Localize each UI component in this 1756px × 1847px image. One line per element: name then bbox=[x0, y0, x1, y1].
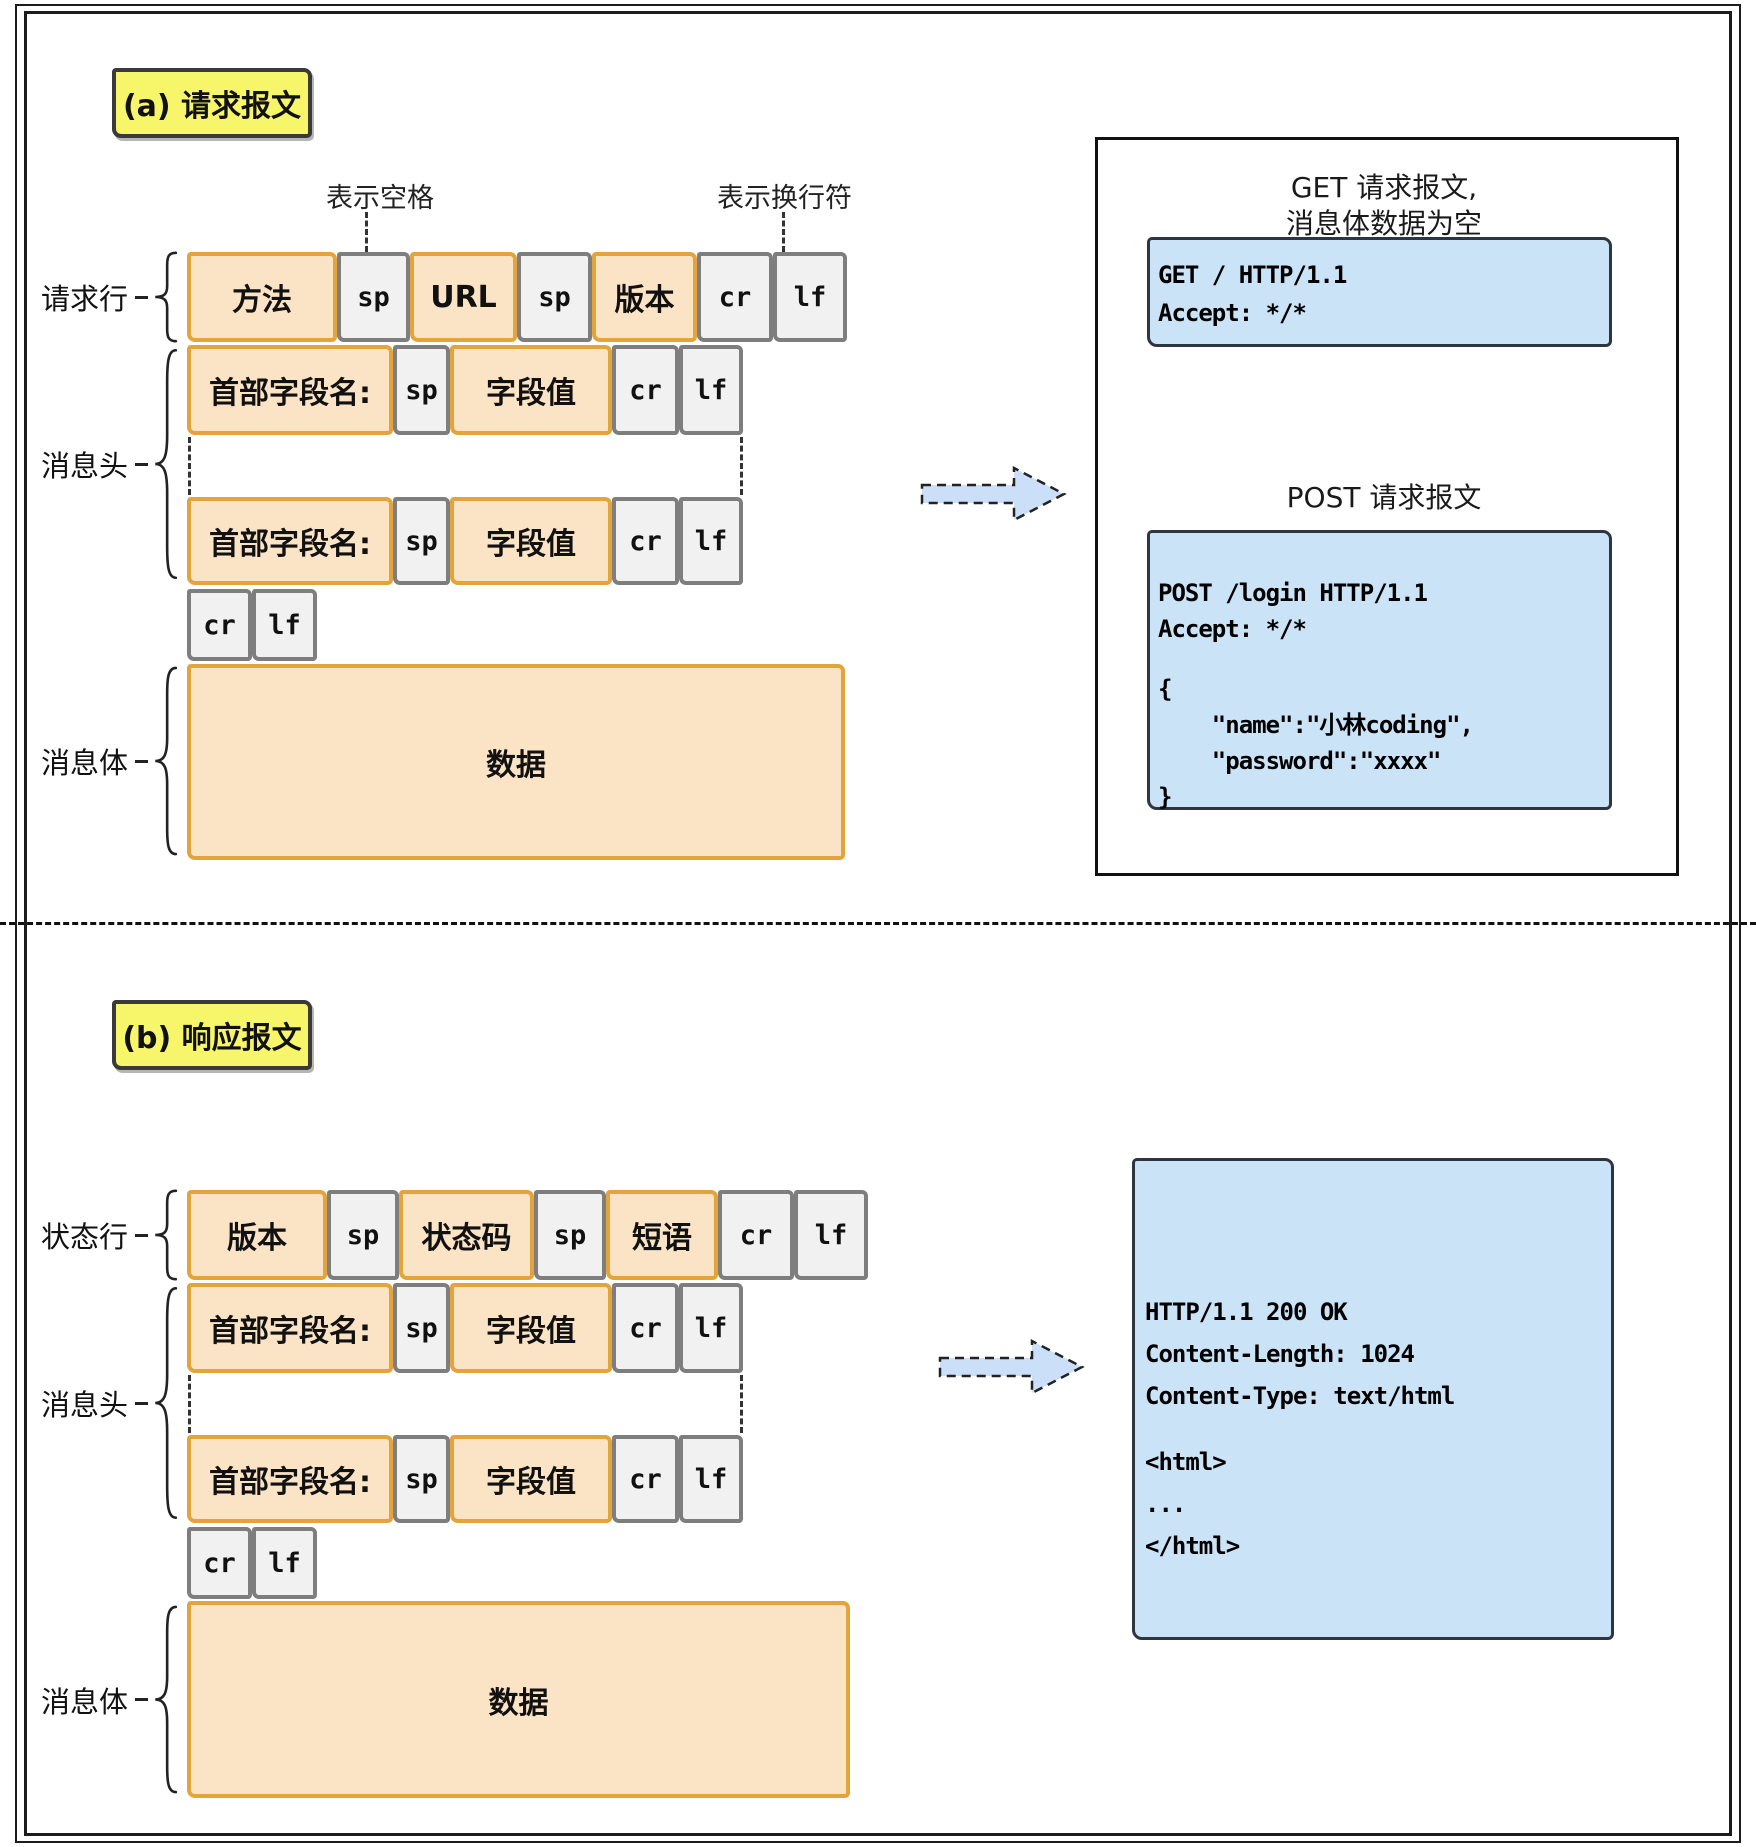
code-line: <html> bbox=[1145, 1448, 1227, 1476]
cell-cr: cr bbox=[612, 345, 679, 435]
cell-sp: sp bbox=[327, 1190, 399, 1280]
cell-header-name: 首部字段名: bbox=[187, 497, 393, 585]
cell-lf: lf bbox=[679, 1435, 743, 1523]
annotation-space-line bbox=[365, 212, 368, 252]
code-line: { bbox=[1158, 675, 1172, 703]
label-headers: 消息头 bbox=[30, 1281, 148, 1525]
cell-header-value: 字段值 bbox=[450, 497, 612, 585]
cell-sp: sp bbox=[393, 1435, 450, 1523]
cell-lf: lf bbox=[679, 497, 743, 585]
code-line: POST /login HTTP/1.1 bbox=[1158, 579, 1428, 607]
cell-sp: sp bbox=[337, 252, 410, 342]
cell-header-name: 首部字段名: bbox=[187, 1283, 393, 1373]
code-line: } bbox=[1158, 783, 1172, 811]
label-body: 消息体 bbox=[30, 1601, 148, 1798]
cell-sp: sp bbox=[393, 497, 450, 585]
cell-lf: lf bbox=[679, 345, 743, 435]
cell-cr: cr bbox=[187, 589, 252, 661]
code-line bbox=[1158, 647, 1609, 671]
code-line: Accept: */* bbox=[1158, 615, 1307, 643]
cell-status-code: 状态码 bbox=[399, 1190, 534, 1280]
cell-url: URL bbox=[410, 252, 517, 342]
code-line: Accept: */* bbox=[1158, 299, 1307, 327]
cell-sp: sp bbox=[534, 1190, 606, 1280]
curly-brace-icon bbox=[152, 1188, 178, 1282]
label-headers: 消息头 bbox=[30, 343, 148, 585]
code-line: Content-Type: text/html bbox=[1145, 1382, 1455, 1410]
code-line: Content-Length: 1024 bbox=[1145, 1340, 1415, 1368]
code-line: HTTP/1.1 200 OK bbox=[1145, 1298, 1348, 1326]
curly-brace-icon bbox=[152, 343, 178, 585]
section-a-tag: (a) 请求报文 bbox=[112, 68, 312, 138]
ellipsis-line bbox=[740, 437, 743, 495]
cell-lf: lf bbox=[773, 252, 847, 342]
arrow-right-icon bbox=[920, 465, 1067, 523]
label-body: 消息体 bbox=[30, 662, 148, 860]
code-line: </html> bbox=[1145, 1532, 1240, 1560]
cell-cr: cr bbox=[612, 1435, 679, 1523]
cell-body-data: 数据 bbox=[187, 1601, 850, 1798]
arrow-right-icon bbox=[938, 1338, 1085, 1396]
cell-phrase: 短语 bbox=[606, 1190, 718, 1280]
section-b-tag: (b) 响应报文 bbox=[112, 1000, 312, 1070]
code-line: "name":"小林coding", bbox=[1158, 711, 1474, 739]
cell-cr: cr bbox=[697, 252, 773, 342]
curly-brace-icon bbox=[152, 1281, 178, 1525]
cell-lf: lf bbox=[794, 1190, 868, 1280]
cell-cr: cr bbox=[612, 1283, 679, 1373]
cell-method: 方法 bbox=[187, 252, 337, 342]
cell-version: 版本 bbox=[187, 1190, 327, 1280]
get-title-line1: GET 请求报文, bbox=[1290, 171, 1478, 204]
label-status-line: 状态行 bbox=[30, 1188, 148, 1282]
ellipsis-line bbox=[188, 437, 191, 495]
code-line: ... bbox=[1145, 1490, 1186, 1518]
get-example-title: GET 请求报文, 消息体数据为空 bbox=[1115, 170, 1653, 242]
cell-lf: lf bbox=[252, 589, 317, 661]
curly-brace-icon bbox=[152, 250, 178, 344]
curly-brace-icon bbox=[152, 662, 178, 860]
cell-lf: lf bbox=[252, 1527, 317, 1599]
cell-header-value: 字段值 bbox=[450, 345, 612, 435]
curly-brace-icon bbox=[152, 1601, 178, 1798]
cell-header-name: 首部字段名: bbox=[187, 1435, 393, 1523]
cell-cr: cr bbox=[718, 1190, 794, 1280]
get-request-codebox: GET / HTTP/1.1 Accept: */* bbox=[1147, 237, 1612, 347]
response-codebox: HTTP/1.1 200 OK Content-Length: 1024 Con… bbox=[1132, 1158, 1614, 1640]
cell-sp: sp bbox=[393, 345, 450, 435]
annotation-newline: 表示换行符 bbox=[717, 183, 852, 214]
cell-sp: sp bbox=[393, 1283, 450, 1373]
ellipsis-line bbox=[740, 1375, 743, 1433]
cell-header-name: 首部字段名: bbox=[187, 345, 393, 435]
cell-body-data: 数据 bbox=[187, 664, 845, 860]
get-title-line2: 消息体数据为空 bbox=[1285, 207, 1482, 240]
post-example-title: POST 请求报文 bbox=[1286, 481, 1482, 514]
code-line: "password":"xxxx" bbox=[1158, 747, 1442, 775]
annotation-space: 表示空格 bbox=[326, 183, 434, 214]
section-divider bbox=[0, 922, 1756, 925]
post-request-codebox: POST /login HTTP/1.1 Accept: */* { "name… bbox=[1147, 530, 1612, 811]
cell-lf: lf bbox=[679, 1283, 743, 1373]
label-request-line: 请求行 bbox=[30, 250, 148, 344]
cell-header-value: 字段值 bbox=[450, 1435, 612, 1523]
annotation-newline-line bbox=[782, 212, 785, 252]
cell-version: 版本 bbox=[592, 252, 697, 342]
code-line: GET / HTTP/1.1 bbox=[1158, 261, 1347, 289]
cell-header-value: 字段值 bbox=[450, 1283, 612, 1373]
cell-cr: cr bbox=[612, 497, 679, 585]
ellipsis-line bbox=[188, 1375, 191, 1433]
code-line bbox=[1145, 1417, 1611, 1441]
cell-cr: cr bbox=[187, 1527, 252, 1599]
cell-sp: sp bbox=[517, 252, 592, 342]
